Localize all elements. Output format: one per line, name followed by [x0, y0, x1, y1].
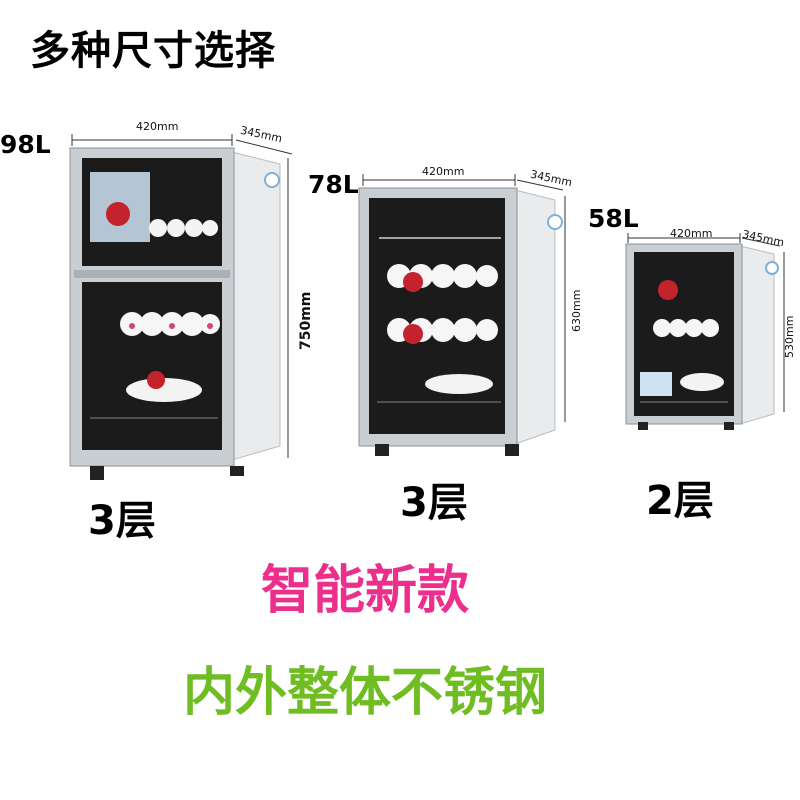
- capacity-label-98l: 98L: [0, 130, 51, 159]
- capacity-label-78l: 78L: [308, 170, 359, 199]
- disinfection-cabinet-78l: [358, 174, 566, 456]
- width-label: 420mm: [670, 227, 713, 240]
- layer-label-98l: 3层: [88, 498, 156, 544]
- tagline-smart-new: 智能新款: [260, 561, 469, 621]
- page-title: 多种尺寸选择: [30, 28, 276, 74]
- disinfection-cabinet-98l: [69, 134, 293, 480]
- disinfection-cabinet-58l: [625, 233, 785, 430]
- width-label: 420mm: [136, 120, 179, 133]
- layer-label-58l: 2层: [646, 478, 714, 524]
- width-label: 420mm: [422, 165, 465, 178]
- layer-label-78l: 3层: [400, 480, 468, 526]
- capacity-label-58l: 58L: [588, 204, 639, 233]
- tagline-stainless-steel: 内外整体不锈钢: [182, 663, 547, 723]
